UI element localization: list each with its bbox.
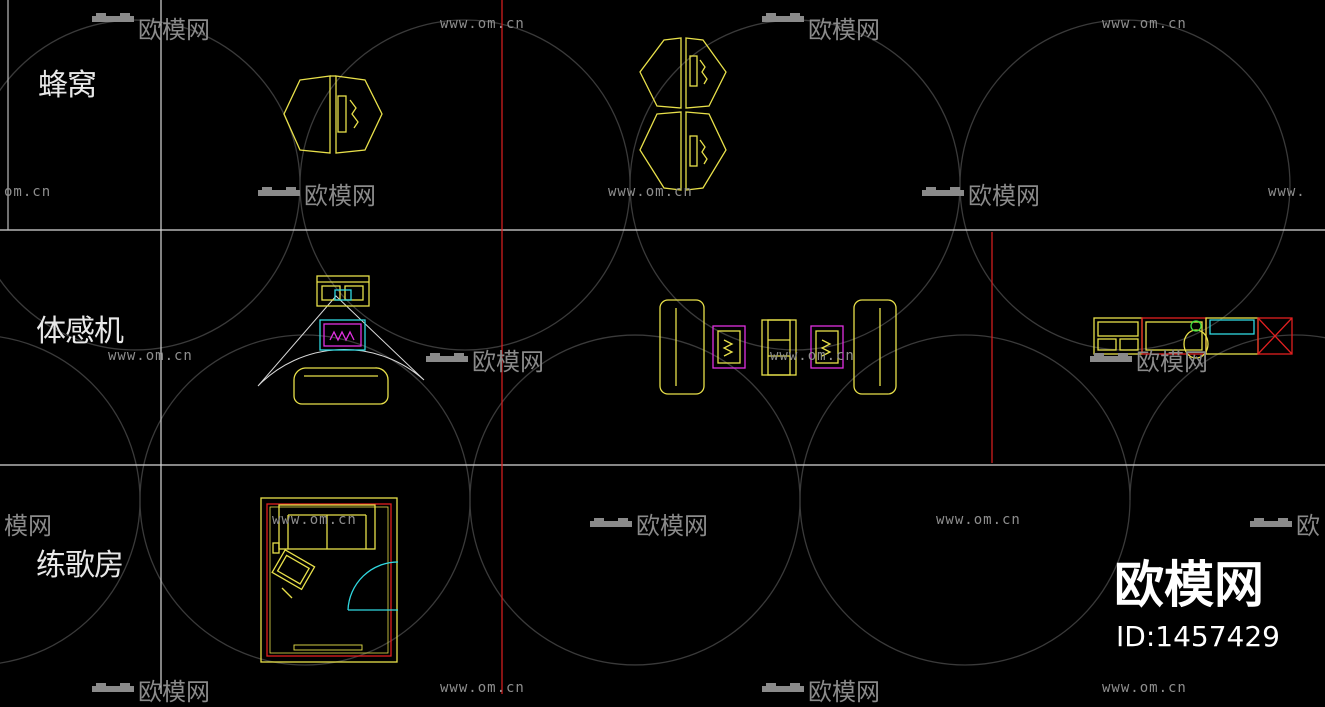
model-id: ID:1457429 — [1116, 620, 1280, 653]
watermark-url: www.om.cn — [440, 680, 525, 696]
watermark-arcs — [0, 19, 1325, 666]
row-label-honeycomb: 蜂窝 — [38, 68, 97, 103]
watermark-brand: 欧模网 — [1136, 348, 1208, 376]
watermark-url: www.om.cn — [936, 512, 1021, 528]
red-divider-lines — [501, 0, 993, 694]
watermark-brand: 欧模网 — [304, 182, 376, 210]
watermark-brand: 欧模网 — [968, 182, 1040, 210]
site-logo-title: 欧模网 — [1114, 556, 1264, 614]
watermark-url: www.om.cn — [440, 16, 525, 32]
watermark-brand: 欧模网 — [636, 512, 708, 540]
motion-game-room-pair — [659, 299, 897, 395]
watermark-url-cut: www. — [1268, 184, 1306, 200]
watermark-brand: 欧模网 — [808, 16, 880, 44]
row-label-motion-sensing: 体感机 — [36, 314, 124, 349]
watermark-brand: 欧模网 — [472, 348, 544, 376]
honeycomb-booth-double — [639, 37, 727, 191]
watermark-url-cut: om.cn — [4, 184, 52, 200]
row-label-karaoke: 练歌房 — [36, 548, 124, 583]
watermark-brand-cut: 模网 — [4, 512, 52, 540]
watermark-url: www.om.cn — [1102, 16, 1187, 32]
watermark-url: www.om.cn — [108, 348, 193, 364]
karaoke-room-layout — [260, 497, 399, 663]
watermark-sofa-icons — [92, 13, 1292, 692]
watermark-url: www.om.cn — [272, 512, 357, 528]
watermark-brand: 欧模网 — [138, 678, 210, 706]
honeycomb-booth-single — [283, 75, 383, 154]
motion-game-room-layout — [257, 275, 425, 405]
watermark-brand: 欧模网 — [138, 16, 210, 44]
watermark-url: www.om.cn — [770, 348, 855, 364]
watermark-brand-cut: 欧 — [1296, 512, 1320, 540]
watermark-brand: 欧模网 — [808, 678, 880, 706]
watermark-url: www.om.cn — [1102, 680, 1187, 696]
watermark-url: www.om.cn — [608, 184, 693, 200]
